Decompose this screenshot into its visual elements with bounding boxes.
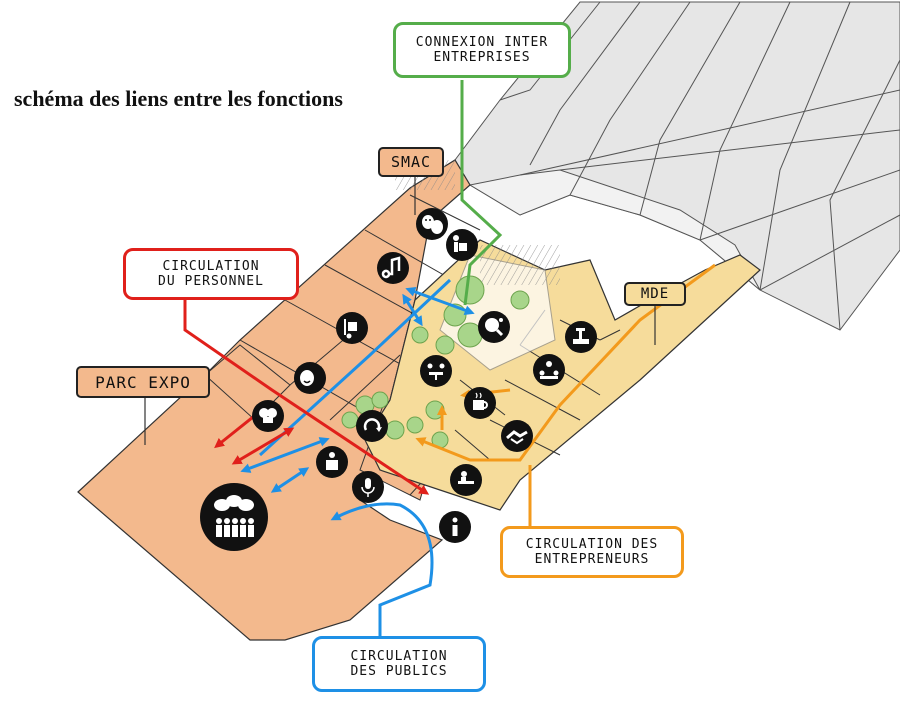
workbench-icon	[565, 321, 597, 353]
music-note-icon	[377, 252, 409, 284]
handshake-icon	[501, 420, 533, 452]
personnel-line-1: CIRCULATION	[162, 259, 260, 274]
entrepreneurs-main-path	[415, 263, 716, 462]
info-icon	[439, 511, 471, 543]
personnel-line-2: DU PERSONNEL	[158, 274, 264, 289]
publics-arrow-1	[405, 287, 475, 315]
personnel-main-path	[183, 295, 430, 495]
existing-building	[454, 1, 900, 331]
connexion-line-1: CONNEXION INTER	[415, 35, 549, 50]
publics-arrow-2	[402, 293, 423, 327]
mde-tag: MDE	[624, 282, 686, 306]
hand-truck-icon	[336, 312, 368, 344]
entrepreneurs-line-1: CIRCULATION DES	[525, 537, 659, 552]
mde-tag-label: MDE	[640, 286, 670, 302]
recycle-icon	[356, 410, 388, 442]
publics-curve	[330, 502, 434, 640]
connexion-line-2: ENTREPRISES	[433, 50, 531, 65]
crowd-assembly-icon	[200, 483, 268, 551]
personnel-arrow-2	[231, 427, 295, 465]
connexion-inter-entreprises-label: CONNEXION INTER ENTREPRISES	[393, 22, 571, 78]
smac-tag: SMAC	[378, 147, 444, 177]
speaker-lectern-icon	[316, 446, 348, 478]
smac-tag-label: SMAC	[390, 153, 432, 171]
meeting-table-icon	[420, 355, 452, 387]
team-presentation-icon	[533, 354, 565, 386]
diagram-title: schéma des liens entre les fonctions	[14, 86, 343, 111]
ping-pong-icon	[478, 311, 510, 343]
coffee-cup-icon	[464, 387, 496, 419]
circulation-publics-label: CIRCULATION DES PUBLICS	[312, 636, 486, 692]
circulation-personnel-label: CIRCULATION DU PERSONNEL	[123, 248, 299, 300]
publics-arrow-4	[270, 467, 310, 493]
inter-entreprises-path	[460, 80, 503, 306]
delivery-worker-icon	[446, 229, 478, 261]
desk-worker-icon	[450, 464, 482, 496]
theater-masks-icon-2	[294, 362, 326, 394]
parc-expo-tag-label: PARC EXPO	[95, 372, 191, 392]
parc-expo-tag: PARC EXPO	[76, 366, 210, 398]
microphone-icon	[352, 471, 384, 503]
publics-line-1: CIRCULATION	[350, 649, 448, 664]
publics-line-2: DES PUBLICS	[350, 664, 448, 679]
circulation-entrepreneurs-label: CIRCULATION DES ENTREPRENEURS	[500, 526, 684, 578]
entrepreneurs-line-2: ENTREPRENEURS	[534, 552, 650, 567]
theater-masks-icon	[416, 208, 448, 240]
chef-hat-icon	[252, 400, 284, 432]
